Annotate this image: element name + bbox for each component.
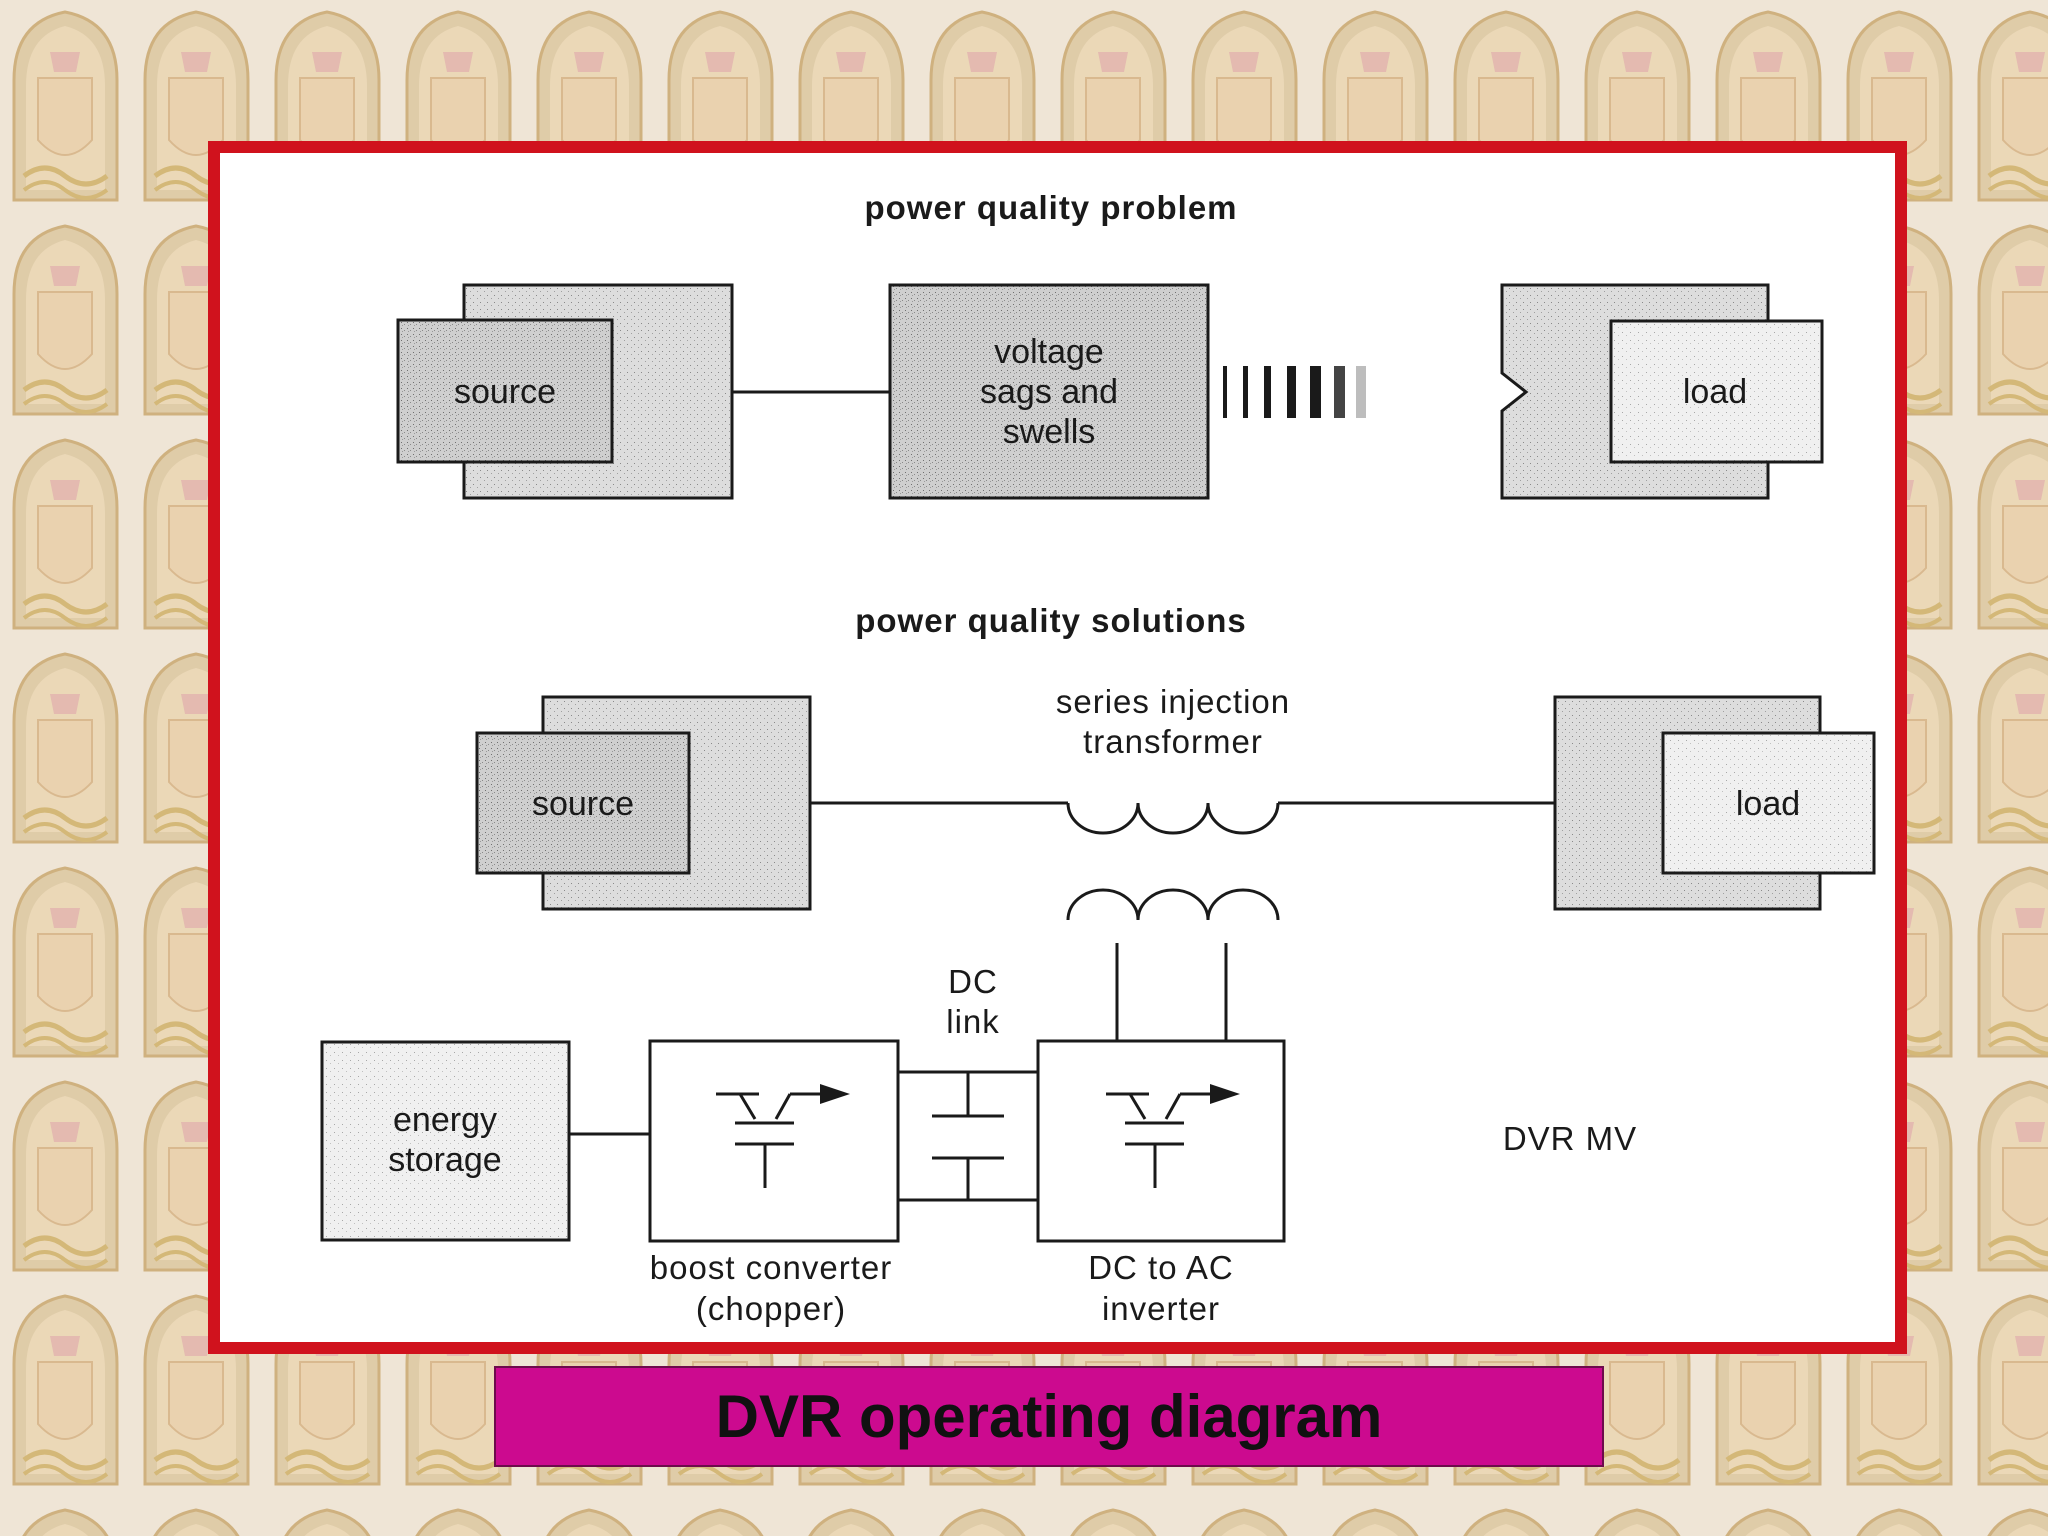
solutions-load-label: load [1736, 785, 1800, 823]
dvr-mv-label: DVR MV [1503, 1120, 1637, 1157]
boost-converter-block [648, 1039, 900, 1243]
problem-disturbance-dashes [1223, 366, 1366, 418]
problem-disturbance-line-1: voltage [994, 333, 1104, 371]
inverter-block [1036, 1039, 1286, 1243]
problem-source-block: source [396, 283, 734, 500]
solutions-load-block: load [1553, 695, 1876, 911]
dc-link-label-line-1: DC [948, 963, 998, 1000]
solutions-title: power quality solutions [855, 602, 1247, 639]
energy-storage-block: energy storage [320, 1040, 571, 1242]
inverter-switch-icon [1106, 1084, 1240, 1188]
transformer-label-line-1: series injection [1056, 683, 1290, 720]
diagram-frame: power quality problem source voltage sag… [208, 141, 1907, 1354]
inverter-label-line-1: DC to AC [1088, 1249, 1234, 1286]
problem-load-block: load [1500, 283, 1824, 500]
problem-title: power quality problem [864, 189, 1237, 226]
dc-link-capacitor [898, 1070, 1038, 1202]
problem-load-label: load [1683, 373, 1747, 411]
boost-converter-label-line-1: boost converter [650, 1249, 892, 1286]
problem-disturbance-line-3: swells [1003, 413, 1096, 451]
energy-storage-line-2: storage [388, 1141, 501, 1179]
inverter-label-line-2: inverter [1102, 1290, 1220, 1327]
dvr-diagram: power quality problem source voltage sag… [320, 189, 1876, 1327]
dc-link-label-line-2: link [946, 1003, 1000, 1040]
series-transformer-primary [810, 801, 1555, 835]
boost-converter-switch-icon [716, 1084, 850, 1188]
energy-storage-line-1: energy [393, 1101, 497, 1139]
solutions-source-label: source [532, 785, 634, 823]
problem-disturbance-block: voltage sags and swells [888, 283, 1210, 500]
problem-disturbance-line-2: sags and [980, 373, 1118, 411]
transformer-label-line-2: transformer [1083, 723, 1263, 760]
solutions-source-block: source [475, 695, 812, 911]
slide-caption: DVR operating diagram [494, 1366, 1604, 1467]
boost-converter-label-line-2: (chopper) [696, 1290, 846, 1327]
problem-source-label: source [454, 373, 556, 411]
series-transformer-secondary [1066, 888, 1280, 1041]
